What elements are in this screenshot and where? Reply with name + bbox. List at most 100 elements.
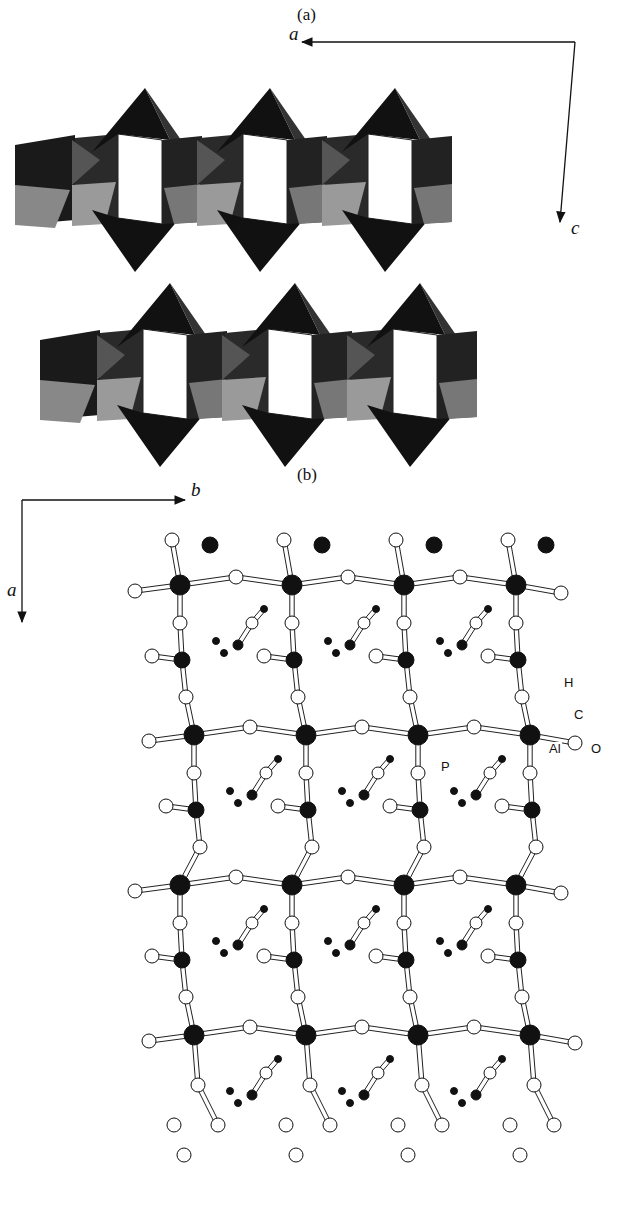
- atom: [457, 940, 467, 950]
- atom: [499, 1056, 506, 1063]
- atom: [445, 650, 452, 657]
- atom: [412, 802, 428, 818]
- atom: [286, 652, 302, 668]
- atom-label: P: [440, 760, 451, 773]
- atom: [243, 1020, 257, 1034]
- atom: [277, 533, 291, 547]
- atom: [515, 990, 529, 1004]
- atom: [257, 649, 271, 663]
- atom: [282, 875, 302, 895]
- atom: [341, 870, 355, 884]
- atom: [305, 840, 319, 854]
- axis-arrow: [22, 499, 185, 500]
- axes: [22, 42, 575, 622]
- panel-label: (a): [296, 6, 317, 23]
- axis-arrow: [560, 42, 575, 222]
- atom: [233, 940, 243, 950]
- atom: [417, 840, 431, 854]
- atom: [554, 586, 568, 600]
- atom-label: C: [573, 708, 584, 721]
- atom: [403, 990, 417, 1004]
- atom: [296, 1025, 316, 1045]
- atom: [213, 938, 220, 945]
- atom: [383, 799, 397, 813]
- atom: [221, 650, 228, 657]
- atom: [296, 725, 316, 745]
- atom: [279, 1118, 293, 1132]
- atom: [415, 1078, 429, 1092]
- atom: [345, 640, 355, 650]
- atom: [510, 952, 526, 968]
- atom: [275, 1056, 282, 1063]
- atom: [142, 1034, 156, 1048]
- atom: [184, 1025, 204, 1045]
- atom: [289, 1148, 303, 1162]
- atom: [408, 1025, 428, 1045]
- atom: [506, 575, 526, 595]
- atom: [227, 1088, 234, 1095]
- atom: [246, 917, 258, 929]
- atom: [398, 652, 414, 668]
- atom: [501, 533, 515, 547]
- atom: [437, 938, 444, 945]
- atom: [485, 906, 492, 913]
- atom: [142, 734, 156, 748]
- atom: [299, 766, 313, 780]
- atom: [453, 570, 467, 584]
- atom: [247, 1090, 257, 1100]
- atom: [355, 1020, 369, 1034]
- panel-label: (b): [296, 466, 318, 483]
- atom: [191, 1078, 205, 1092]
- atom: [453, 870, 467, 884]
- atom: [369, 949, 383, 963]
- atom: [523, 766, 537, 780]
- atom: [333, 950, 340, 957]
- atom: [568, 736, 582, 750]
- atom: [323, 1118, 337, 1132]
- atom: [524, 802, 540, 818]
- atom: [347, 800, 354, 807]
- atom: [193, 840, 207, 854]
- atom: [451, 788, 458, 795]
- atom: [451, 1088, 458, 1095]
- atom: [554, 886, 568, 900]
- atom: [170, 575, 190, 595]
- atom: [188, 802, 204, 818]
- atom: [145, 949, 159, 963]
- atom: [347, 1100, 354, 1107]
- atom: [165, 533, 179, 547]
- axis-label: a: [6, 580, 18, 599]
- atom: [128, 584, 142, 598]
- atom: [291, 690, 305, 704]
- atom: [510, 652, 526, 668]
- atom: [394, 575, 414, 595]
- atom: [358, 617, 370, 629]
- atom: [481, 949, 495, 963]
- atom: [467, 720, 481, 734]
- atom: [243, 720, 257, 734]
- atom: [470, 917, 482, 929]
- atom: [174, 652, 190, 668]
- atom: [128, 884, 142, 898]
- atom: [485, 606, 492, 613]
- atom: [173, 916, 187, 930]
- atom: [339, 788, 346, 795]
- atom: [471, 1090, 481, 1100]
- atom: [339, 1088, 346, 1095]
- atom: [389, 533, 403, 547]
- atom: [515, 690, 529, 704]
- atom: [397, 616, 411, 630]
- atom: [408, 725, 428, 745]
- atom: [159, 799, 173, 813]
- axis-arrow: [302, 41, 575, 42]
- atom: [179, 690, 193, 704]
- atom: [359, 790, 369, 800]
- atom: [300, 802, 316, 818]
- atom: [359, 1090, 369, 1100]
- polyhedral-chain: [40, 283, 477, 467]
- atom: [257, 949, 271, 963]
- atom: [457, 640, 467, 650]
- atom: [235, 1100, 242, 1107]
